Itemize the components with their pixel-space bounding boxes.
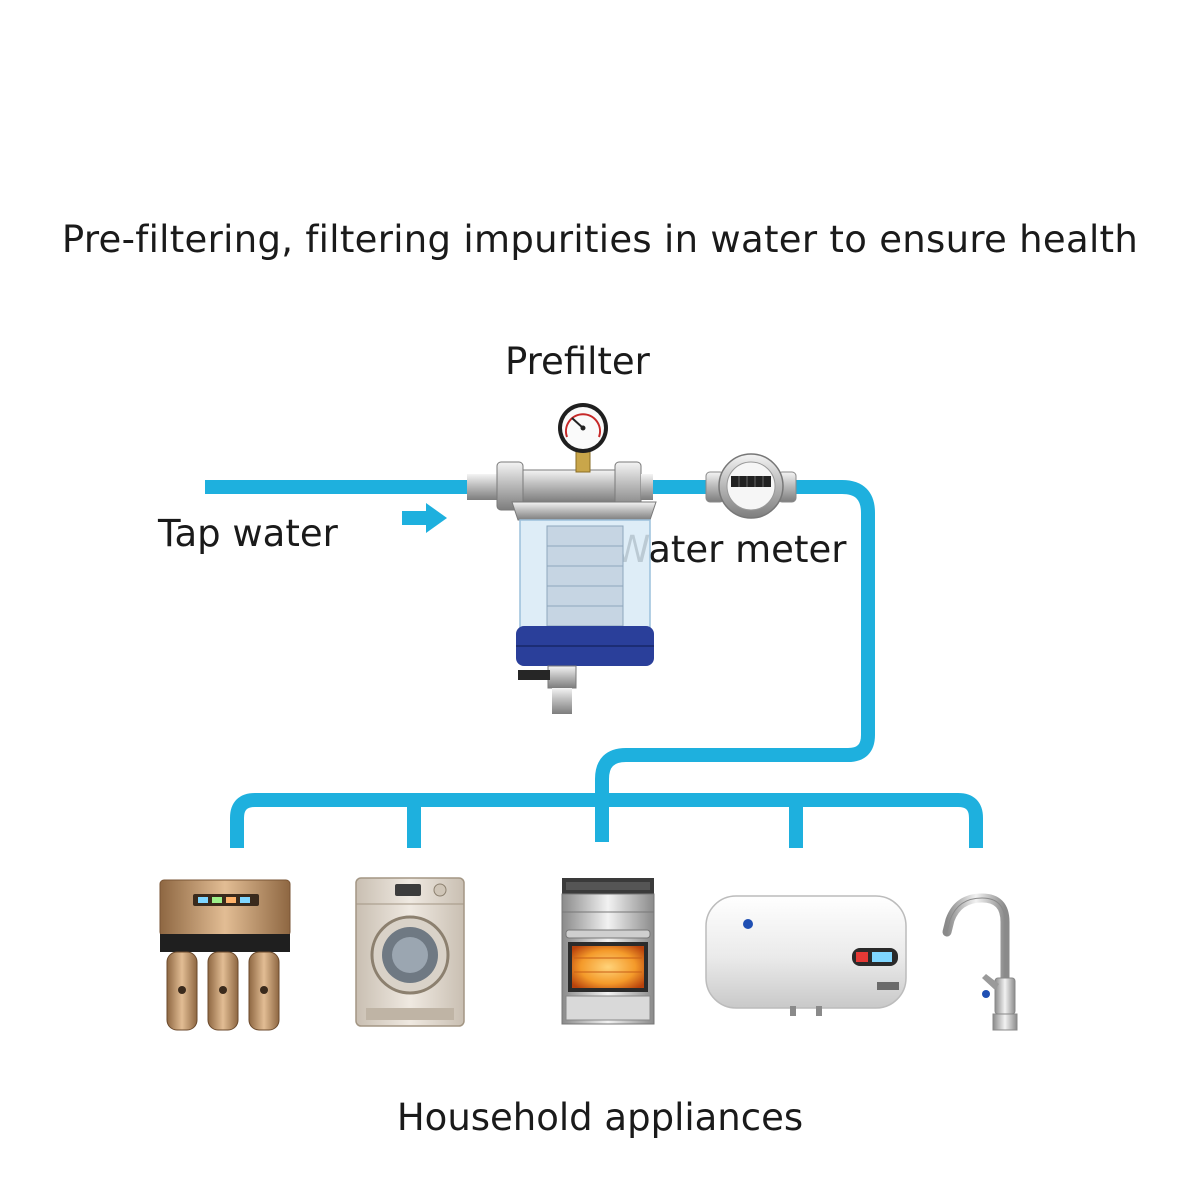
- headline-title: Pre-filtering, filtering impurities in w…: [61, 218, 1139, 261]
- water-heater-icon: [705, 895, 907, 1016]
- prefilter-icon: [467, 403, 657, 714]
- water-purifier-icon: [159, 879, 291, 1031]
- riser-pipe: [595, 480, 875, 842]
- pressure-gauge-icon: [558, 403, 608, 473]
- water-meter-icon: [705, 453, 797, 519]
- tap-water-label: Tap water: [158, 512, 338, 555]
- prefilter-label: Prefilter: [505, 340, 650, 383]
- water-meter-label: Water meter: [614, 528, 847, 571]
- household-appliances-label: Household appliances: [396, 1096, 804, 1139]
- pipe-network: [205, 480, 983, 848]
- kitchen-faucet-icon: [942, 893, 1018, 1031]
- distribution-pipe: [230, 793, 983, 848]
- gas-stove-oven-icon: [561, 878, 655, 1025]
- washing-machine-icon: [355, 877, 465, 1027]
- flow-arrow-icon: [402, 503, 447, 533]
